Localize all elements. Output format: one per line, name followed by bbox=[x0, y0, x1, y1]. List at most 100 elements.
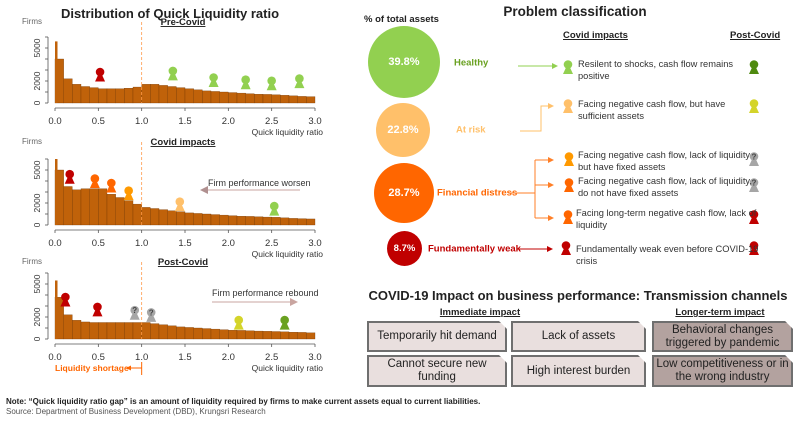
row-no-fixed-assets: Facing negative cash flow, lack of liqui… bbox=[578, 176, 752, 198]
person-body bbox=[95, 75, 106, 82]
question-mark: ? bbox=[752, 153, 757, 162]
histogram-bar bbox=[228, 330, 238, 340]
y-tick-label: 0 bbox=[32, 100, 42, 105]
x-tick-label: 3.0 bbox=[308, 116, 321, 127]
x-tick-label: 3.0 bbox=[308, 238, 321, 249]
person-head bbox=[61, 292, 70, 302]
rebound-arrowhead bbox=[290, 298, 298, 306]
panel-title: Post-Covid bbox=[158, 257, 208, 268]
person-body bbox=[749, 67, 759, 74]
person-head bbox=[563, 210, 573, 219]
x-axis-label: Quick liquidity ratio bbox=[252, 249, 324, 259]
person-head bbox=[749, 210, 759, 219]
post-covid-firm-icon bbox=[749, 60, 759, 74]
histogram-bar-spike bbox=[55, 280, 58, 339]
box-low-competitiveness: Low competitiveness or in the wrong indu… bbox=[652, 355, 793, 387]
x-tick-label: 0.5 bbox=[92, 238, 105, 249]
healthy-circle: 39.8% bbox=[368, 26, 440, 98]
x-axis-label: Quick liquidity ratio bbox=[252, 363, 324, 373]
person-head bbox=[564, 178, 574, 187]
person-body bbox=[294, 81, 305, 89]
at-risk-arrow bbox=[520, 103, 554, 132]
firm-icon bbox=[60, 292, 71, 307]
histogram-bar bbox=[184, 327, 194, 340]
histogram-bar bbox=[306, 96, 316, 104]
y-axis-label: Firms bbox=[22, 17, 42, 26]
histogram-bar bbox=[141, 322, 151, 340]
y-axis-label: Firms bbox=[22, 137, 42, 146]
person-head bbox=[295, 74, 304, 83]
person-head bbox=[168, 66, 178, 76]
covid-impacts-header: Covid impacts bbox=[563, 30, 628, 41]
y-tick-label: 5000 bbox=[32, 274, 42, 293]
x-tick-label: 1.0 bbox=[135, 352, 148, 363]
person-body bbox=[167, 73, 178, 81]
post-covid-header: Post-Covid bbox=[730, 30, 781, 41]
box-high-interest-burden: High interest burden bbox=[511, 355, 646, 387]
person-body bbox=[564, 185, 574, 192]
y-tick-label: 5000 bbox=[32, 38, 42, 57]
person-head bbox=[749, 241, 759, 250]
histogram-bar bbox=[219, 329, 229, 340]
person-body bbox=[564, 159, 574, 166]
x-tick-label: 1.5 bbox=[178, 352, 191, 363]
histogram-bar bbox=[245, 330, 255, 340]
financial-distress-circle: 28.7% bbox=[374, 163, 434, 223]
person-head bbox=[563, 99, 573, 108]
person-body bbox=[563, 67, 573, 74]
person-body bbox=[89, 181, 100, 189]
post-covid-uncertain-icon: ? bbox=[749, 152, 759, 166]
x-tick-label: 1.5 bbox=[178, 238, 191, 249]
histogram-bar bbox=[124, 322, 134, 340]
person-head bbox=[209, 73, 218, 82]
transmission-title: COVID-19 Impact on business performance:… bbox=[368, 288, 788, 303]
histogram-bar bbox=[115, 322, 125, 340]
classification-title: Problem classification bbox=[503, 4, 647, 19]
person-body bbox=[123, 193, 134, 201]
histogram-bar bbox=[89, 322, 99, 340]
covid-impact-firm-icon bbox=[564, 178, 574, 192]
x-tick-label: 2.5 bbox=[265, 238, 278, 249]
firm-icon bbox=[167, 66, 178, 81]
person-head bbox=[749, 99, 759, 108]
person-head bbox=[267, 76, 276, 86]
firm-icon bbox=[208, 73, 219, 87]
y-axis-label: Firms bbox=[22, 257, 42, 266]
at-risk-label: At risk bbox=[456, 124, 486, 136]
assets-header: % of total assets bbox=[364, 14, 439, 25]
person-body bbox=[269, 209, 280, 216]
y-tick-label: 5000 bbox=[32, 160, 42, 179]
person-body bbox=[64, 177, 75, 184]
histogram-bar bbox=[236, 330, 246, 340]
person-body bbox=[174, 204, 185, 212]
x-tick-label: 0.0 bbox=[48, 352, 61, 363]
x-tick-label: 1.0 bbox=[135, 116, 148, 127]
histogram-bar bbox=[262, 331, 272, 340]
box-temporarily-hit-demand: Temporarily hit demand bbox=[367, 321, 507, 352]
person-head bbox=[124, 186, 133, 195]
person-head bbox=[280, 315, 289, 325]
person-body bbox=[240, 82, 251, 90]
shortage-arrowhead bbox=[126, 365, 131, 371]
row-fixed-assets: Facing negative cash flow, lack of liqui… bbox=[578, 150, 751, 172]
person-body bbox=[279, 323, 290, 330]
firm-icon bbox=[123, 186, 134, 201]
x-tick-label: 2.0 bbox=[222, 238, 235, 249]
y-tick-label: 2000 bbox=[32, 193, 42, 212]
histogram-bar bbox=[158, 324, 168, 340]
histogram-bar-spike bbox=[55, 159, 58, 225]
covid-impact-firm-icon bbox=[563, 210, 573, 224]
histogram-bar bbox=[80, 321, 90, 340]
person-head bbox=[234, 315, 244, 325]
covid-impact-firm-icon bbox=[564, 152, 574, 166]
y-tick-label: 2000 bbox=[32, 71, 42, 90]
x-tick-label: 1.5 bbox=[178, 116, 191, 127]
person-head bbox=[563, 60, 573, 69]
histogram-bar bbox=[132, 322, 142, 340]
person-body bbox=[749, 185, 759, 192]
person-head bbox=[749, 60, 759, 69]
arrow-label: Firm performance worsen bbox=[208, 178, 311, 188]
